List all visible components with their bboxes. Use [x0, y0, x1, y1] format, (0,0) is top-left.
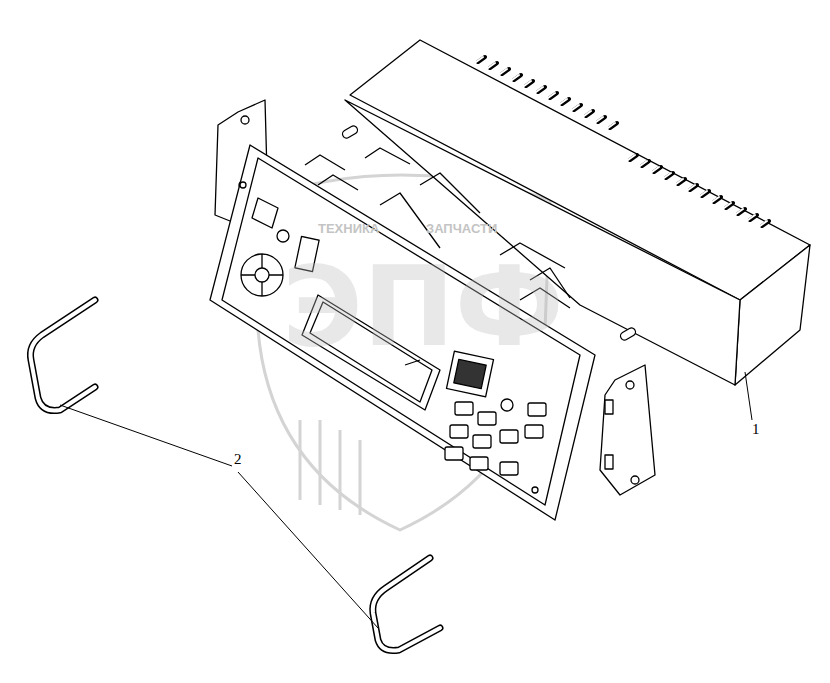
callout-number: 2: [234, 452, 242, 467]
leader-lines: [60, 372, 752, 628]
watermark-text: ТЕХНИКА: [318, 222, 379, 235]
watermark-text: ЗАПЧАСТИ: [426, 222, 497, 235]
watermark-logo: ЭПФ: [282, 252, 564, 362]
callout-number: 1: [752, 422, 760, 437]
